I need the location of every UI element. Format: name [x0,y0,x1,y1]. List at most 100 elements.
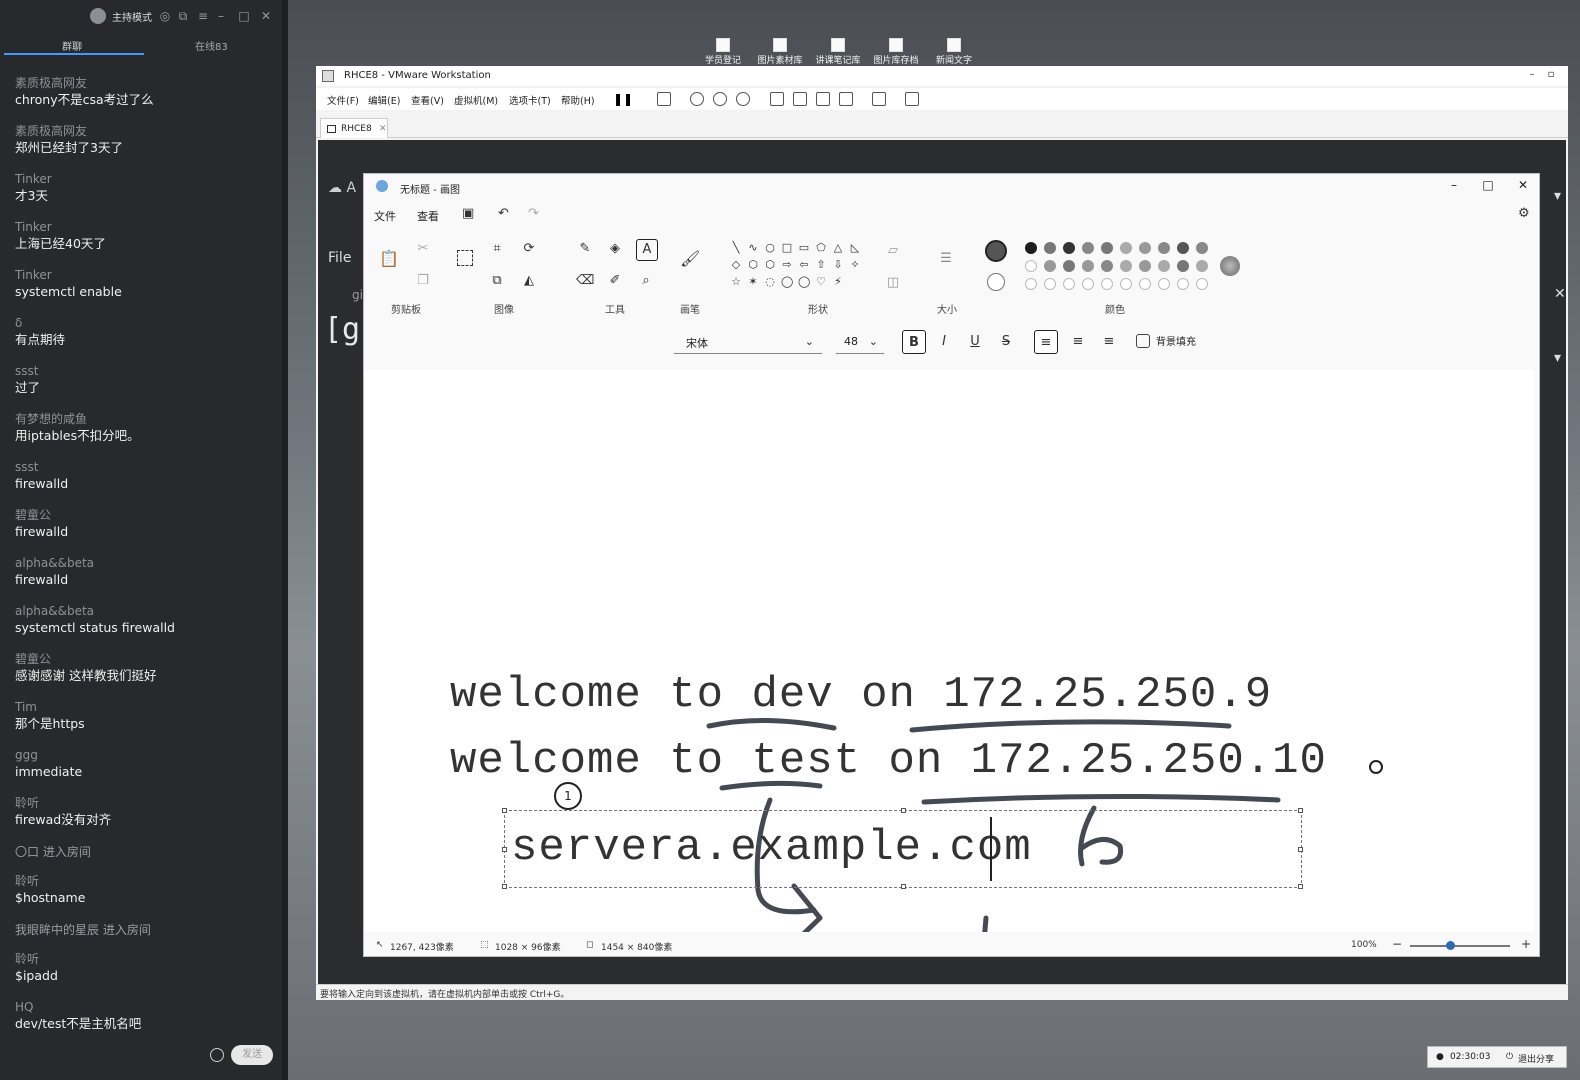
maximize-icon[interactable]: □ [1482,178,1494,192]
menu-file[interactable]: 文件(F) [327,96,359,107]
chat-username[interactable]: 素质极高网友 [15,124,88,138]
shape-option-icon[interactable]: ⬠ [816,241,826,254]
chat-username[interactable]: 素质极高网友 [15,76,88,90]
palette-swatch[interactable] [1158,242,1170,254]
shape-option-icon[interactable]: ◯ [798,275,811,288]
chat-username[interactable]: ssst [15,460,39,474]
chat-username[interactable]: alpha&&beta [15,556,95,570]
console-icon[interactable] [872,92,886,106]
snapshot-icon[interactable] [690,92,704,106]
shape-option-icon[interactable]: ◺ [850,241,860,254]
shape-option-icon[interactable]: ◌ [765,275,775,288]
shape-option-icon[interactable]: ○ [765,241,775,254]
rotate-icon[interactable]: ⟳ [523,241,535,256]
shape-option-icon[interactable]: ♡ [816,275,826,288]
menu-view[interactable]: 查看(V) [411,96,444,107]
shape-option-icon[interactable]: ◇ [731,258,741,271]
palette-swatch[interactable] [1177,260,1189,272]
text-tool-icon[interactable]: A [636,239,658,261]
save-icon[interactable]: ▣ [462,206,475,221]
size-icon[interactable]: ☰ [940,251,952,266]
shape-option-icon[interactable]: ⬡ [765,258,775,271]
shape-option-icon[interactable]: ⬡ [748,258,758,271]
palette-swatch[interactable] [1044,260,1056,272]
guest-dropdown-icon[interactable]: ▾ [1554,188,1562,204]
menu-icon[interactable]: ≡ [197,9,209,23]
edit-colors-icon[interactable] [1220,256,1240,276]
redo-icon[interactable]: ↷ [528,206,539,221]
palette-swatch[interactable] [1139,242,1151,254]
snapshot-manager-icon[interactable] [736,92,750,106]
shape-option-icon[interactable]: ⇨ [782,258,792,271]
background-fill-checkbox[interactable] [1136,334,1150,348]
fullscreen-icon[interactable] [816,92,830,106]
emoji-icon[interactable] [210,1048,224,1062]
palette-swatch[interactable] [1120,278,1132,290]
shape-option-icon[interactable]: □ [781,241,793,254]
copy-icon[interactable]: ❐ [417,273,429,288]
zoom-out-icon[interactable]: − [1392,937,1403,951]
pause-icon[interactable]: ❚❚ [613,92,634,106]
maximize-icon[interactable]: □ [238,9,250,23]
background-fill-toggle[interactable]: 背景填充 [1136,333,1196,348]
palette-swatch[interactable] [1196,260,1208,272]
palette-swatch[interactable] [1082,260,1094,272]
close-icon[interactable]: ✕ [1517,178,1529,192]
chat-username[interactable]: 聆听 [15,874,40,888]
palette-swatch[interactable] [1063,242,1075,254]
chat-username[interactable]: HQ [15,1000,34,1014]
palette-swatch[interactable] [1044,242,1056,254]
unity-icon[interactable] [839,92,853,106]
guest-dropdown-icon[interactable]: ▾ [1554,350,1562,366]
palette-swatch[interactable] [1120,242,1132,254]
menu-tabs[interactable]: 选项卡(T) [509,96,551,107]
desktop-shortcut[interactable]: 学员登记 [698,10,748,66]
shape-option-icon[interactable]: △ [833,241,843,254]
chat-username[interactable]: Tinker [15,220,52,234]
text-input-box[interactable]: servera.example.com [502,808,1303,889]
chat-username[interactable]: 有梦想的咸鱼 [15,412,88,426]
palette-swatch[interactable] [1063,260,1075,272]
font-family-select[interactable]: 宋体⌄ [674,330,822,354]
tab-online[interactable]: 在线83 [195,42,228,53]
shape-fill-icon[interactable]: ◫ [886,275,900,290]
desktop-shortcut[interactable]: 新闻文字 [929,10,979,66]
palette-swatch[interactable] [1082,242,1094,254]
palette-swatch[interactable] [1177,242,1189,254]
guest-menu-file[interactable]: File [328,250,352,266]
popout-icon[interactable]: ⧉ [178,9,188,23]
palette-swatch[interactable] [1063,278,1075,290]
align-left-button[interactable]: ≡ [1034,330,1058,354]
color2-swatch[interactable] [987,273,1005,291]
palette-swatch[interactable] [1101,242,1113,254]
align-center-button[interactable]: ≡ [1072,334,1084,349]
shape-option-icon[interactable]: ⇦ [799,258,809,271]
palette-swatch[interactable] [1044,278,1056,290]
palette-swatch[interactable] [1196,242,1208,254]
palette-swatch[interactable] [1101,260,1113,272]
vmware-titlebar[interactable]: RHCE8 - VMware Workstation – ▫ [316,66,1568,86]
shape-option-icon[interactable]: ▭ [798,241,810,254]
cut-icon[interactable]: ✂ [417,241,429,256]
minimize-icon[interactable]: – [218,9,224,23]
color-picker-icon[interactable]: ✐ [609,273,621,288]
fill-icon[interactable]: ◈ [610,241,620,256]
resize-handle[interactable] [1298,884,1303,889]
send-button[interactable]: 发送 [231,1045,273,1065]
menu-vm[interactable]: 虚拟机(M) [454,96,499,107]
pencil-icon[interactable]: ✎ [579,241,591,256]
resize-handle[interactable] [1298,847,1303,852]
desktop-shortcut[interactable]: 图片库存档 [871,10,921,66]
chat-username[interactable]: 聆听 [15,796,40,810]
crop-icon[interactable]: ⌗ [493,241,501,256]
italic-button[interactable]: I [942,334,946,349]
close-tab-icon[interactable]: ✕ [379,124,387,134]
shape-option-icon[interactable]: ⇩ [833,258,843,271]
palette-swatch[interactable] [1158,278,1170,290]
shape-option-icon[interactable]: ☆ [731,275,741,288]
underline-button[interactable]: U [970,334,980,349]
view-options-icon[interactable] [905,92,919,106]
exit-share-button[interactable]: 退出分享 [1518,1055,1555,1065]
library-icon[interactable] [770,92,784,106]
